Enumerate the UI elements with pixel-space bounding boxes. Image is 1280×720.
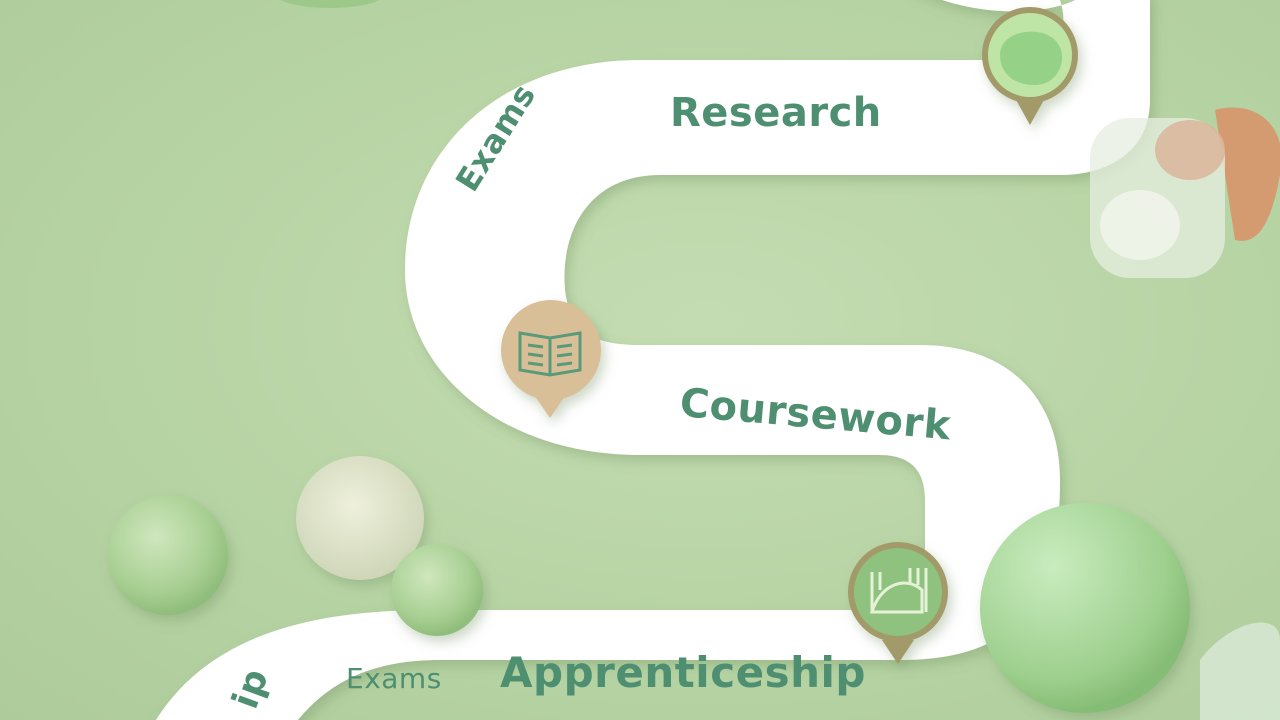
glass-corner [1200, 622, 1280, 720]
green-ball-mid [391, 544, 483, 636]
green-blob-icon [1000, 31, 1063, 85]
open-book-icon [518, 331, 582, 377]
chart-icon [869, 568, 928, 614]
green-ball-left [108, 495, 228, 615]
winding-path [156, 0, 1150, 720]
research-pin [982, 7, 1078, 125]
coursework-pin [501, 300, 601, 418]
partial-ball [280, 0, 380, 8]
research-label: Research [670, 90, 882, 136]
green-sphere-large [980, 503, 1190, 713]
exams-label-bottom: Exams [346, 662, 442, 695]
glass-jar [1090, 107, 1280, 278]
stone-disc [296, 456, 424, 580]
apprenticeship-label: Apprenticeship [500, 648, 866, 697]
apprenticeship-pin [848, 542, 948, 664]
